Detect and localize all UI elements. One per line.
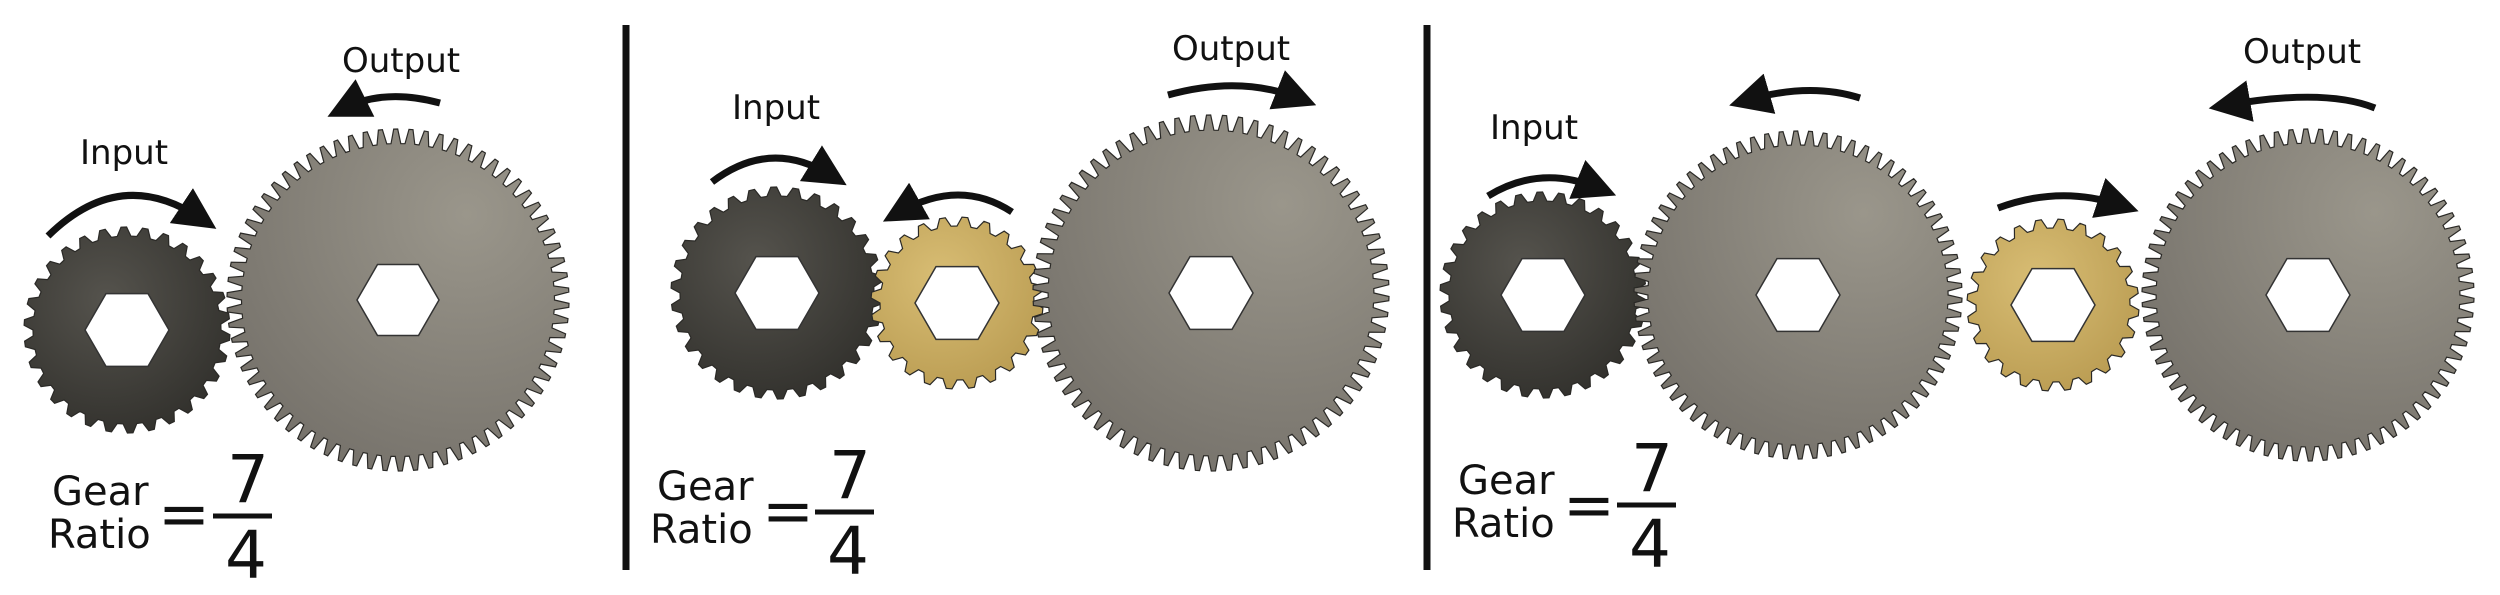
input-gear bbox=[23, 226, 231, 434]
ratio-numerator: 7 bbox=[227, 441, 269, 518]
input-label: Input bbox=[732, 88, 820, 128]
output-rotation-arrow bbox=[2208, 80, 2377, 122]
output-rotation-arrow bbox=[1167, 70, 1317, 110]
hex-bore bbox=[1755, 257, 1841, 333]
idler-rotation-arrow bbox=[1996, 177, 2139, 218]
hex-bore bbox=[734, 255, 820, 331]
equals-sign: = bbox=[158, 477, 210, 550]
output-gear bbox=[226, 128, 570, 472]
gear-ratio: Gear Ratio = 7 4 bbox=[48, 441, 272, 594]
output-label: Output bbox=[342, 41, 460, 81]
ratio-word-gear: Gear bbox=[657, 464, 754, 510]
hex-bore bbox=[2010, 267, 2096, 343]
idler-rotation-arrow bbox=[882, 182, 1014, 222]
input-label: Input bbox=[1490, 108, 1578, 148]
compound-gear bbox=[1633, 130, 1963, 460]
input-label: Input bbox=[80, 133, 168, 173]
hex-bore bbox=[1168, 255, 1254, 331]
ratio-word-gear: Gear bbox=[52, 469, 149, 515]
gear-ratio: Gear Ratio = 7 4 bbox=[1452, 430, 1676, 583]
ratio-denominator: 4 bbox=[225, 517, 267, 591]
panel-2: Input Output Gear Ratio = 7 4 bbox=[650, 29, 1390, 590]
input-rotation-arrow bbox=[1486, 160, 1617, 199]
input-gear bbox=[1439, 191, 1647, 399]
ratio-numerator: 7 bbox=[829, 437, 871, 514]
equals-sign: = bbox=[762, 474, 814, 547]
idler-gear bbox=[1966, 218, 2140, 392]
ratio-numerator: 7 bbox=[1631, 430, 1673, 507]
hex-bore bbox=[1500, 257, 1586, 333]
output-gear bbox=[2141, 128, 2475, 462]
idler-gear bbox=[870, 216, 1044, 390]
hex-bore bbox=[914, 265, 1000, 341]
output-rotation-arrow bbox=[327, 79, 441, 117]
panel-1: Input Output Gear Ratio = 7 4 bbox=[23, 41, 570, 594]
panel-3: Input Output Gear Ratio = 7 4 bbox=[1439, 32, 2475, 583]
ratio-denominator: 4 bbox=[1629, 506, 1671, 583]
input-rotation-arrow bbox=[45, 188, 217, 239]
equals-sign: = bbox=[1563, 468, 1615, 541]
ratio-word-gear: Gear bbox=[1458, 458, 1555, 504]
gear-ratio: Gear Ratio = 7 4 bbox=[650, 437, 874, 590]
hex-bore bbox=[356, 263, 440, 337]
output-label: Output bbox=[1172, 29, 1290, 69]
hex-bore bbox=[84, 292, 170, 368]
ratio-denominator: 4 bbox=[827, 513, 869, 590]
ratio-word-ratio: Ratio bbox=[650, 507, 753, 553]
ratio-word-ratio: Ratio bbox=[48, 512, 151, 558]
compound-rotation-arrow bbox=[1729, 73, 1862, 114]
output-label: Output bbox=[2243, 32, 2361, 72]
input-rotation-arrow bbox=[709, 145, 847, 186]
ratio-word-ratio: Ratio bbox=[1452, 501, 1555, 547]
hex-bore bbox=[2265, 257, 2351, 333]
output-gear bbox=[1032, 114, 1390, 472]
input-gear bbox=[670, 186, 884, 400]
